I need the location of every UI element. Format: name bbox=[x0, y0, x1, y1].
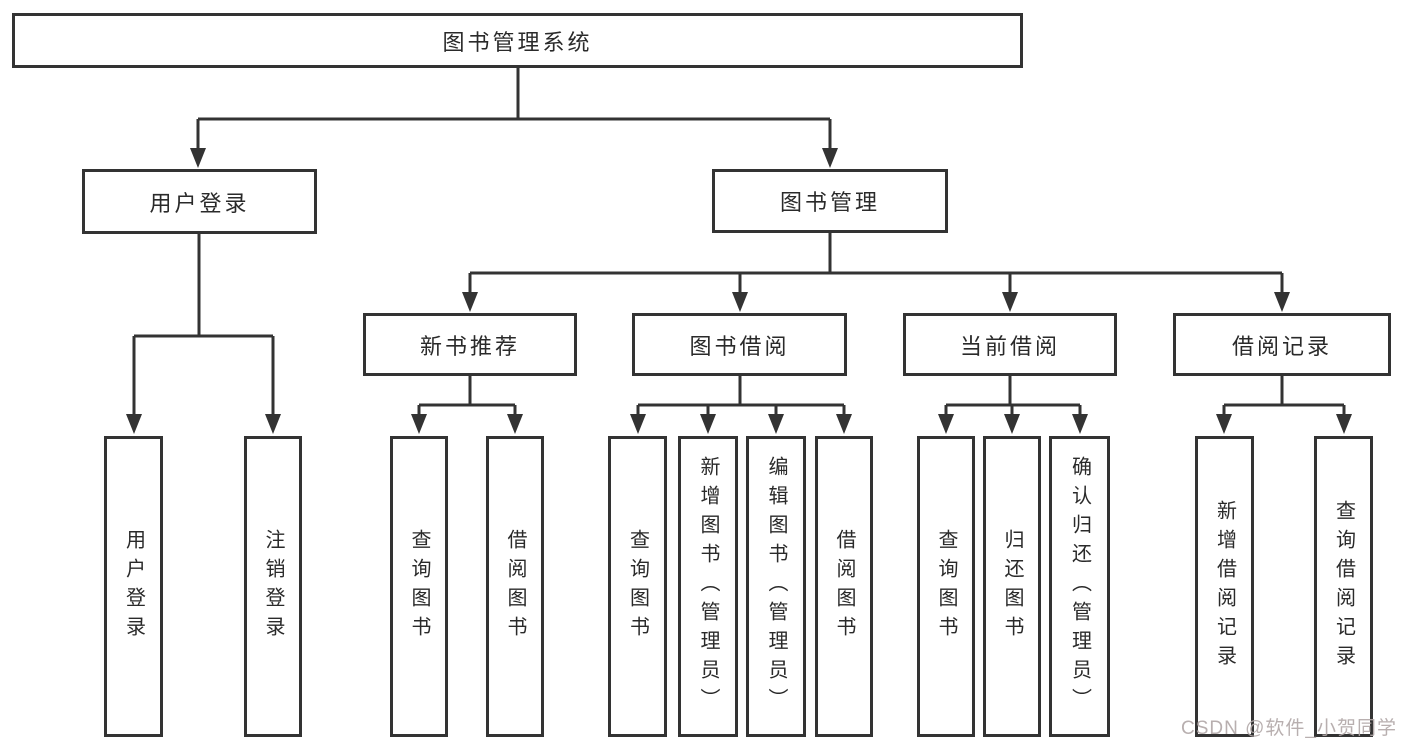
leaf-edit-book-admin: 编辑图书（管理员） bbox=[746, 436, 806, 737]
node-borrow-records: 借阅记录 bbox=[1173, 313, 1391, 376]
leaf-add-borrow-record: 新增借阅记录 bbox=[1195, 436, 1254, 737]
leaf-query-books-borrow: 查询图书 bbox=[608, 436, 667, 737]
leaf-query-borrow-record: 查询借阅记录 bbox=[1314, 436, 1373, 737]
leaf-logout: 注销登录 bbox=[244, 436, 302, 737]
leaf-user-login: 用户登录 bbox=[104, 436, 163, 737]
csdn-watermark: CSDN @软件_小贺同学 bbox=[1181, 718, 1397, 739]
leaf-query-books-current: 查询图书 bbox=[917, 436, 975, 737]
leaf-query-books-recommend: 查询图书 bbox=[390, 436, 448, 737]
node-book-borrow: 图书借阅 bbox=[632, 313, 847, 376]
leaf-borrow-books: 借阅图书 bbox=[815, 436, 873, 737]
node-book-management: 图书管理 bbox=[712, 169, 948, 233]
node-root: 图书管理系统 bbox=[12, 13, 1023, 68]
leaf-return-books: 归还图书 bbox=[983, 436, 1041, 737]
leaf-add-book-admin: 新增图书（管理员） bbox=[678, 436, 738, 737]
leaf-confirm-return-admin: 确认归还（管理员） bbox=[1049, 436, 1110, 737]
leaf-borrow-books-recommend: 借阅图书 bbox=[486, 436, 544, 737]
node-new-book-recommend: 新书推荐 bbox=[363, 313, 577, 376]
node-current-borrow: 当前借阅 bbox=[903, 313, 1117, 376]
node-user-login: 用户登录 bbox=[82, 169, 317, 234]
